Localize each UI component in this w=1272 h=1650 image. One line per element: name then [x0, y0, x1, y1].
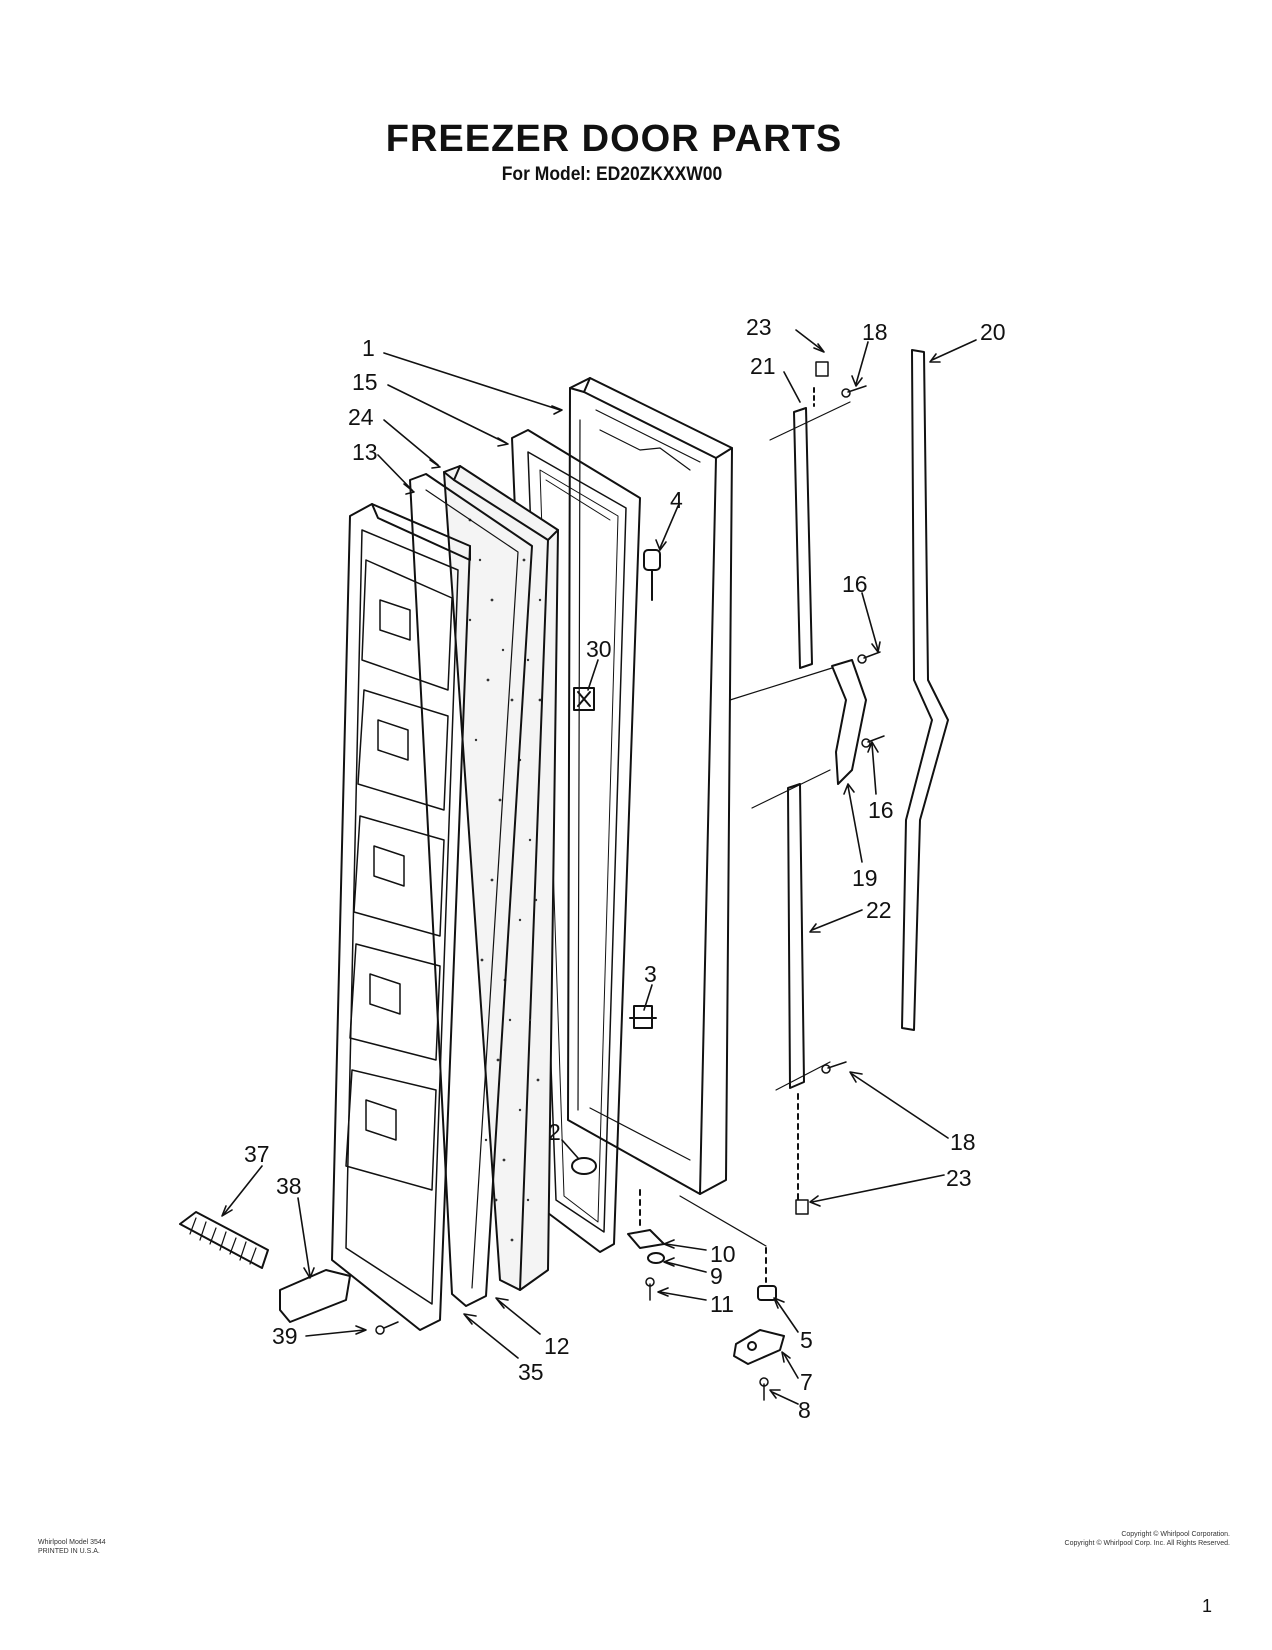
part-2-cap	[571, 1157, 597, 1175]
part-4-plug	[643, 549, 661, 601]
callout-18-top: 18	[862, 319, 888, 345]
foam-insulation	[443, 465, 559, 1291]
callout-35: 35	[518, 1359, 544, 1385]
footer-copyright-line2: Copyright © Whirlpool Corp. Inc. All Rig…	[1064, 1540, 1230, 1547]
inner-door-liner	[331, 503, 471, 1331]
callout-22: 22	[866, 897, 892, 923]
callout-12: 12	[544, 1333, 570, 1359]
grille-37	[179, 1211, 269, 1269]
page-mark: 1	[1202, 1596, 1213, 1616]
callout-23-top: 23	[746, 314, 772, 340]
upper-trim-strip	[769, 387, 851, 669]
callout-11: 11	[710, 1291, 734, 1317]
callout-23-bottom: 23	[946, 1165, 972, 1191]
door-shelf-bins	[345, 559, 453, 1191]
handle-bracket-19	[729, 659, 867, 785]
callout-39: 39	[272, 1323, 298, 1349]
callout-15: 15	[352, 369, 378, 395]
model-subtitle: For Model: ED20ZKXXW00	[501, 164, 723, 185]
footer-copyright-line1: Copyright © Whirlpool Corporation.	[1121, 1531, 1230, 1538]
callout-7: 7	[800, 1369, 813, 1395]
lower-trim-strip	[751, 769, 831, 1201]
footer-right: Copyright © Whirlpool Corporation. Copyr…	[1020, 1530, 1230, 1548]
callout-16-bottom: 16	[868, 797, 894, 823]
page-title: FREEZER DOOR PARTS	[385, 118, 843, 160]
callout-38: 38	[276, 1173, 302, 1199]
callout-labels: 1 15 24 13 4 30 3 2 23 18 21 20 16 16 19…	[244, 314, 1006, 1423]
callout-9: 9	[710, 1263, 723, 1289]
hinge-cover-38	[279, 1269, 351, 1323]
callout-5: 5	[800, 1327, 813, 1353]
hinge-shim-10	[627, 1189, 665, 1249]
callout-1: 1	[362, 335, 375, 361]
lower-hinge-7	[733, 1329, 785, 1365]
outer-door-panel	[567, 377, 733, 1195]
callout-21: 21	[750, 353, 776, 379]
callout-37: 37	[244, 1141, 270, 1167]
callout-2: 2	[548, 1119, 561, 1145]
callout-13: 13	[352, 439, 378, 465]
callout-4: 4	[670, 487, 683, 513]
screws	[375, 361, 885, 1401]
callout-10: 10	[710, 1241, 736, 1267]
door-handle-20	[901, 349, 949, 1031]
part-3-latch	[629, 1005, 657, 1029]
footer-left: Whirlpool Model 3544 PRINTED IN U.S.A.	[38, 1538, 106, 1556]
callout-16-top: 16	[842, 571, 868, 597]
foam-speckles	[468, 518, 542, 1242]
footer-left-line2: PRINTED IN U.S.A.	[38, 1548, 100, 1555]
callout-19: 19	[852, 865, 878, 891]
part-30-bracket	[573, 687, 595, 711]
callout-24: 24	[348, 404, 374, 430]
footer-left-line1: Whirlpool Model 3544	[38, 1539, 106, 1546]
hinge-bushing-9	[647, 1252, 665, 1264]
breaker-strip	[409, 473, 533, 1307]
leader-lines	[221, 329, 977, 1405]
callout-3: 3	[644, 961, 657, 987]
callout-8: 8	[798, 1397, 811, 1423]
callout-30: 30	[586, 636, 612, 662]
callout-20: 20	[980, 319, 1006, 345]
hinge-bushing-5	[679, 1195, 777, 1301]
callout-18-bottom: 18	[950, 1129, 976, 1155]
